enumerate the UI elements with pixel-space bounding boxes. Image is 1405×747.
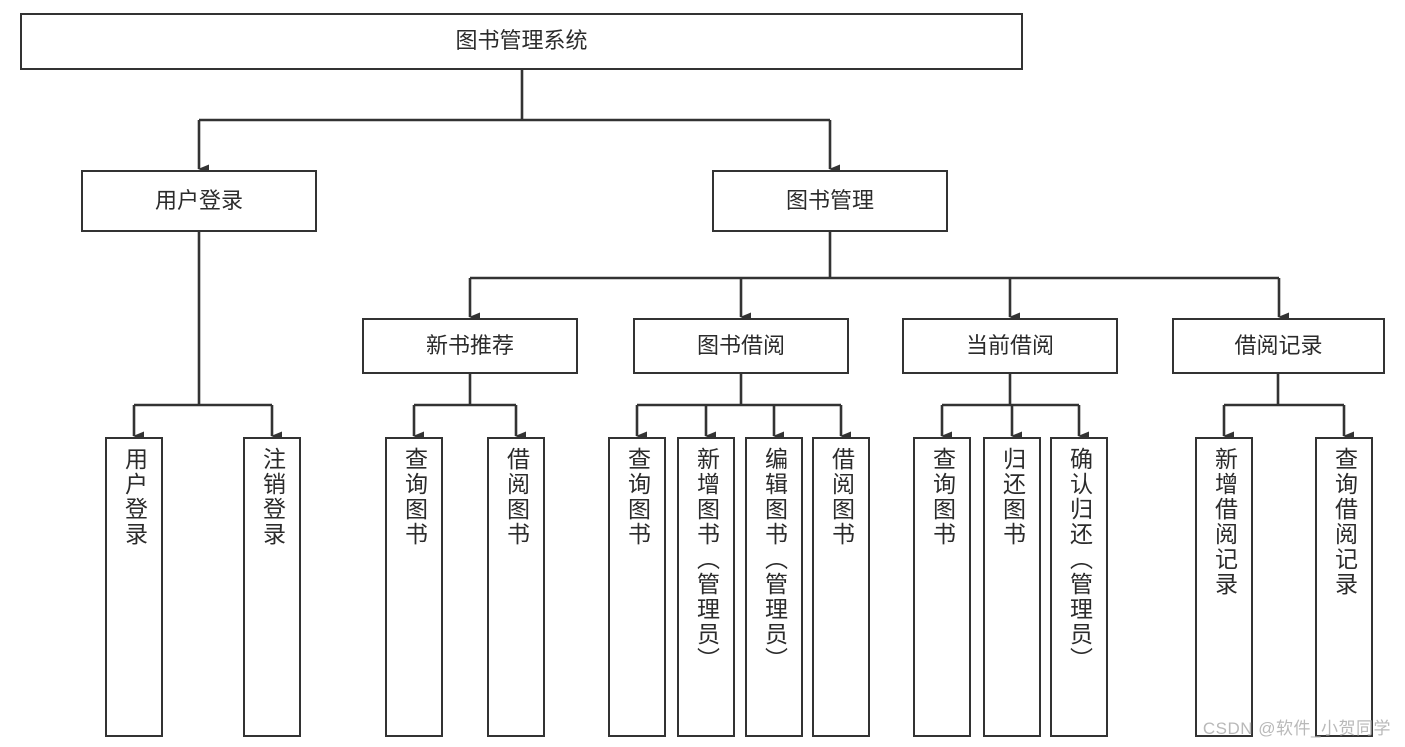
node-label-b4: 借阅图书 bbox=[828, 447, 855, 547]
node-current[interactable]: 当前借阅 bbox=[902, 318, 1118, 374]
node-b3[interactable]: 编辑图书（管理员） bbox=[745, 437, 803, 737]
node-label-records: 借阅记录 bbox=[1234, 332, 1323, 358]
node-l2[interactable]: 注销登录 bbox=[243, 437, 301, 737]
node-label-n1: 查询图书 bbox=[401, 447, 428, 547]
node-label-bookmgmt: 图书管理 bbox=[785, 187, 874, 213]
node-bookmgmt[interactable]: 图书管理 bbox=[712, 170, 948, 232]
node-label-c2: 归还图书 bbox=[999, 447, 1026, 547]
node-label-c1: 查询图书 bbox=[929, 447, 956, 547]
node-label-n2: 借阅图书 bbox=[503, 447, 530, 547]
node-records[interactable]: 借阅记录 bbox=[1172, 318, 1385, 374]
node-r2[interactable]: 查询借阅记录 bbox=[1315, 437, 1373, 737]
node-label-newbook: 新书推荐 bbox=[425, 332, 514, 358]
node-c3[interactable]: 确认归还（管理员） bbox=[1050, 437, 1108, 737]
node-label-l2: 注销登录 bbox=[259, 447, 286, 547]
node-label-b3: 编辑图书（管理员） bbox=[761, 447, 788, 672]
node-b1[interactable]: 查询图书 bbox=[608, 437, 666, 737]
node-l1[interactable]: 用户登录 bbox=[105, 437, 163, 737]
node-c2[interactable]: 归还图书 bbox=[983, 437, 1041, 737]
edge-group bbox=[132, 70, 1354, 441]
node-c1[interactable]: 查询图书 bbox=[913, 437, 971, 737]
node-root[interactable]: 图书管理系统 bbox=[20, 13, 1023, 70]
node-b2[interactable]: 新增图书（管理员） bbox=[677, 437, 735, 737]
node-label-l1: 用户登录 bbox=[121, 447, 148, 547]
node-b4[interactable]: 借阅图书 bbox=[812, 437, 870, 737]
node-label-b2: 新增图书（管理员） bbox=[693, 447, 720, 672]
node-label-root: 图书管理系统 bbox=[455, 28, 588, 54]
node-label-login: 用户登录 bbox=[154, 187, 243, 213]
node-login[interactable]: 用户登录 bbox=[81, 170, 317, 232]
node-newbook[interactable]: 新书推荐 bbox=[362, 318, 578, 374]
node-label-c3: 确认归还（管理员） bbox=[1066, 447, 1093, 672]
node-label-current: 当前借阅 bbox=[965, 332, 1054, 358]
node-borrow[interactable]: 图书借阅 bbox=[633, 318, 849, 374]
node-label-borrow: 图书借阅 bbox=[696, 332, 785, 358]
node-n2[interactable]: 借阅图书 bbox=[487, 437, 545, 737]
node-r1[interactable]: 新增借阅记录 bbox=[1195, 437, 1253, 737]
node-label-r2: 查询借阅记录 bbox=[1331, 447, 1358, 597]
node-n1[interactable]: 查询图书 bbox=[385, 437, 443, 737]
node-label-b1: 查询图书 bbox=[624, 447, 651, 547]
watermark: CSDN @软件_小贺同学 bbox=[1202, 719, 1391, 738]
node-label-r1: 新增借阅记录 bbox=[1211, 447, 1238, 597]
